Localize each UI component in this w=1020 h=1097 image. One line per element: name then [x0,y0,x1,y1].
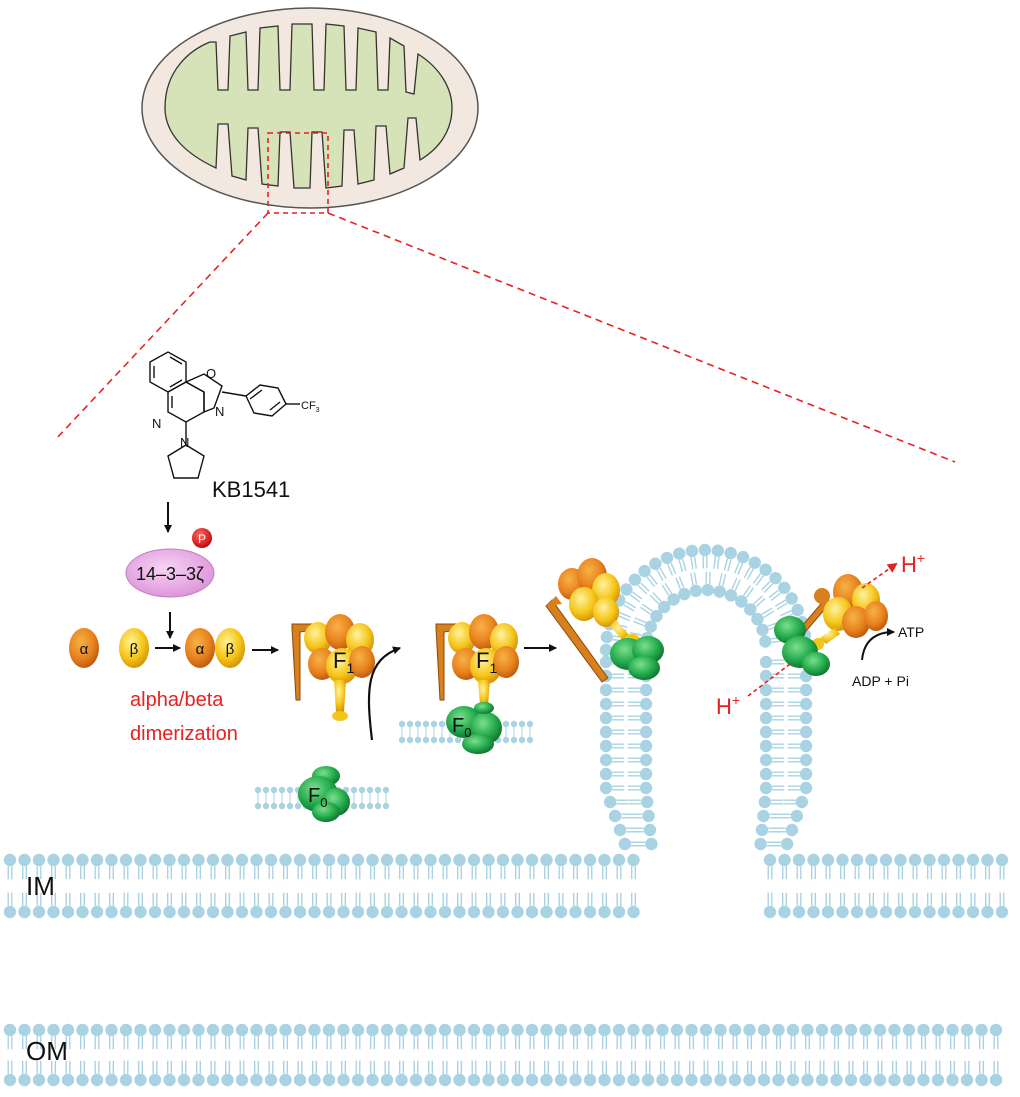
proton-label-top: H+ [901,550,925,577]
f0-standalone: F0 [298,766,350,822]
alpha-label: α [80,641,89,658]
proton-arrow-in [747,663,791,697]
cf3-label: CF3 [301,400,320,414]
zoom-line-right [327,212,956,463]
atom-o-label: O [206,366,216,381]
zoom-box [267,132,329,214]
adp-pi-label: ADP + Pi [852,673,909,689]
protein-label: 14–3–3ζ [136,564,204,584]
f1-assembled-label: F1 [476,648,497,676]
atp-synthase-crista-right [774,574,888,676]
f0-standalone-label: F0 [308,785,327,810]
protein-14-3-3-zeta: 14–3–3ζ [125,548,215,598]
dimer-alpha-label: α [196,641,205,658]
proton-label-bottom: H+ [716,692,740,719]
f1f0-assembled: F1 F0 [435,614,519,754]
kb1541-structure [149,351,300,479]
alpha-beta-dimer: α β [185,628,245,668]
f0-assembled-label: F0 [452,715,471,740]
atp-synthesis-arrow [861,628,895,661]
atp-synthase-crista-left [545,558,664,683]
phospho-label: P [198,532,206,546]
phospho-group: P [192,528,212,548]
cristae-matrix [164,23,453,189]
alpha-subunit: α [69,628,99,668]
f1-complex: F1 [291,614,375,721]
compound-name: KB1541 [212,477,290,502]
atom-n-pyrrolidine-label: N [180,435,189,450]
inner-membrane-label: IM [26,871,55,901]
dimerization-label-line2: dimerization [130,723,238,745]
atom-n-oxazole-label: N [215,404,224,419]
arrow-f0-joining [367,646,401,741]
dimer-beta-label: β [226,641,235,658]
atp-label: ATP [898,624,924,640]
beta-label: β [130,641,139,658]
f1-label: F1 [333,648,354,676]
zoom-line-left [54,212,269,441]
atom-n-pyridine-label: N [152,416,161,431]
mitochondrion [141,7,479,214]
beta-subunit: β [119,628,149,668]
dimerization-label-line1: alpha/beta [130,689,224,711]
outer-membrane-label: OM [26,1036,68,1066]
